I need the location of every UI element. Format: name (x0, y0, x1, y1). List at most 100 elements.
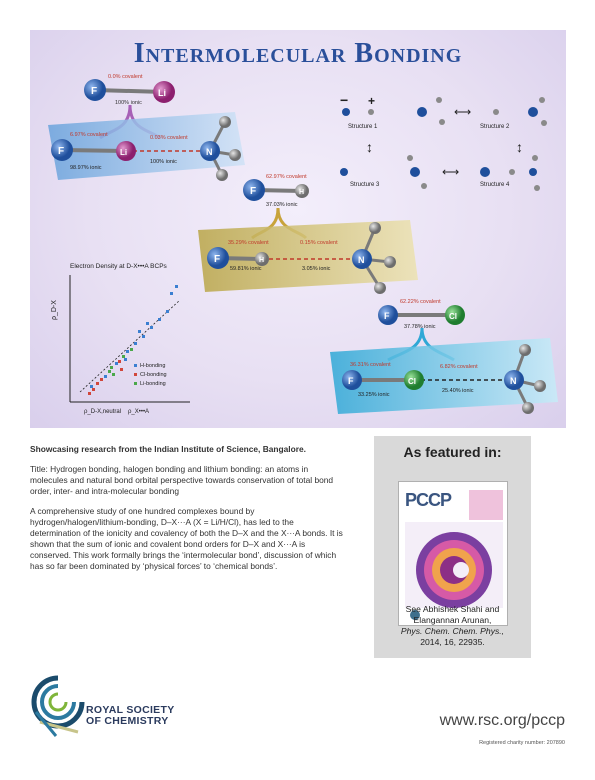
cl-symbol: Cl (408, 377, 416, 386)
citation-year: 2014, 16, 22935. (420, 637, 485, 647)
plot-title: Electron Density at D-X•••A BCPs (70, 263, 168, 270)
plot-ylabel: ρ_D-X (51, 300, 58, 320)
plot-point (96, 382, 99, 385)
fcl-top-covalent: 62.22% covalent (400, 299, 441, 305)
plot-xlabel-right: ρ_X•••A (128, 409, 149, 415)
li-symbol: Li (158, 88, 166, 98)
f-symbol: F (91, 86, 97, 97)
f-h-nh3-complex: F H N 35.29% covalent 59.81% ionic 0.15%… (207, 222, 396, 294)
fcl-right-ionic: 25.40% ionic (442, 388, 474, 394)
f-symbol: F (214, 254, 220, 265)
citation: See Abhishek Shahi and Elangannan Arunan… (374, 604, 531, 648)
f-li-covalent: 0.0% covalent (108, 74, 143, 80)
poster-illustration: F Li 0.0% covalent 100% ionic F Li N 6 (48, 74, 558, 415)
double-arrow: ⟷ (442, 165, 459, 179)
h-symbol: H (299, 189, 304, 196)
fh-right-ionic: 3.05% ionic (302, 266, 331, 272)
minus-sign: − (340, 92, 348, 108)
plot-point (110, 366, 113, 369)
fh-top-covalent: 62.97% covalent (266, 174, 307, 180)
citation-authors-2: Elangannan Arunan, (413, 615, 492, 625)
fh-left-covalent: 35.29% covalent (228, 240, 269, 246)
showcase-line: Showcasing research from the Indian Inst… (30, 444, 306, 454)
lithium-atom (153, 81, 175, 103)
fli-left-covalent: 6.97% covalent (70, 132, 108, 138)
plot-point (134, 342, 137, 345)
ribbon-fcl (330, 338, 558, 414)
plot-point (166, 310, 169, 313)
plot-point (92, 388, 95, 391)
featured-heading: As featured in: (403, 444, 502, 460)
plot-point (150, 326, 153, 329)
ribbon-fh (198, 220, 418, 292)
plot-point (146, 322, 149, 325)
journal-name: PCCP (405, 490, 452, 510)
plot-point (158, 318, 161, 321)
lithium-atom (116, 141, 136, 161)
f-symbol: F (58, 146, 64, 157)
citation-journal: Phys. Chem. Chem. Phys., (400, 626, 505, 636)
f-cl-nh3-complex: F Cl N 36.31% covalent 33.25% ionic 6.82… (342, 344, 546, 414)
f-li-nh3-complex: F Li N 6.97% covalent 98.97% ionic 0.03%… (51, 116, 241, 181)
f-symbol: F (250, 186, 256, 197)
plot-point (126, 350, 129, 353)
poster-title: Intermolecular Bonding (133, 38, 463, 69)
f-li-molecule: F Li 0.0% covalent 100% ionic (84, 74, 175, 106)
n-symbol: N (358, 255, 365, 265)
f-li-ionic: 100% ionic (115, 100, 142, 106)
fh-right-covalent: 0.15% covalent (300, 240, 338, 246)
fli-right-covalent: 0.03% covalent (150, 135, 188, 141)
fcl-top-ionic: 37.78% ionic (404, 324, 436, 330)
plot-point (122, 355, 125, 358)
legend-h-bonding: H-bonding (140, 363, 165, 369)
citation-authors-1: See Abhishek Shahi and (405, 604, 500, 614)
plot-xlabel-left: ρ_D-X,neutral (84, 409, 121, 415)
structure-2-label: Structure 2 (480, 124, 510, 130)
plot-point (88, 392, 91, 395)
fcl-left-covalent: 36.31% covalent (350, 362, 391, 368)
double-arrow: ⟷ (454, 105, 471, 119)
nitrogen-atom (200, 141, 220, 161)
fli-left-ionic: 98.97% ionic (70, 165, 102, 171)
f-symbol: F (384, 311, 390, 321)
fh-left-ionic: 59.81% ionic (230, 266, 262, 272)
journal-cover-thumbnail[interactable]: PCCP (398, 481, 508, 626)
plot-point (170, 292, 173, 295)
li-symbol: Li (120, 148, 127, 157)
society-line-2: OF CHEMISTRY (86, 715, 169, 727)
legend-li-bonding: Li-bonding (140, 381, 166, 387)
article-summary: Showcasing research from the Indian Inst… (30, 444, 345, 581)
article-title: Title: Hydrogen bonding, halogen bonding… (30, 464, 334, 496)
cover-art-icon (405, 490, 503, 622)
vertical-arrow: ↕ (366, 139, 373, 155)
society-line-1: ROYAL SOCIETY (86, 704, 175, 716)
fh-top-ionic: 37.03% ionic (266, 202, 298, 208)
plot-point (104, 375, 107, 378)
resonance-structures: − + Structure 1 ⟷ Structure 2 ↕ ↕ Struct… (340, 92, 547, 191)
rsc-logo-icon (31, 675, 85, 737)
plot-point (100, 378, 103, 381)
plot-point (108, 370, 111, 373)
fluorine-atom (51, 139, 73, 161)
n-symbol: N (510, 376, 517, 386)
featured-box: As featured in: PCCP (374, 436, 531, 658)
article-abstract: A comprehensive study of one hundred com… (30, 506, 343, 571)
plot-point (130, 348, 133, 351)
structure-4-label: Structure 4 (480, 182, 510, 188)
plot-point (175, 285, 178, 288)
charity-number: Registered charity number: 207890 (479, 740, 565, 746)
structure-3-label: Structure 3 (350, 182, 380, 188)
f-cl-molecule: F Cl 62.22% covalent 37.78% ionic (378, 299, 465, 330)
plot-point (90, 385, 93, 388)
f-h-molecule: F H 62.97% covalent 37.03% ionic (243, 174, 309, 208)
plot-point (142, 335, 145, 338)
plot-point (112, 373, 115, 376)
plot-point (118, 360, 121, 363)
hydrogen-atom (216, 169, 228, 181)
fcl-right-covalent: 6.82% covalent (440, 364, 478, 370)
legend-cl-bonding: Cl-bonding (140, 372, 167, 378)
fli-right-ionic: 100% ionic (150, 159, 177, 165)
plot-point (138, 330, 141, 333)
journal-url-link[interactable]: www.rsc.org/pccp (439, 712, 565, 729)
hydrogen-atom (219, 116, 231, 128)
